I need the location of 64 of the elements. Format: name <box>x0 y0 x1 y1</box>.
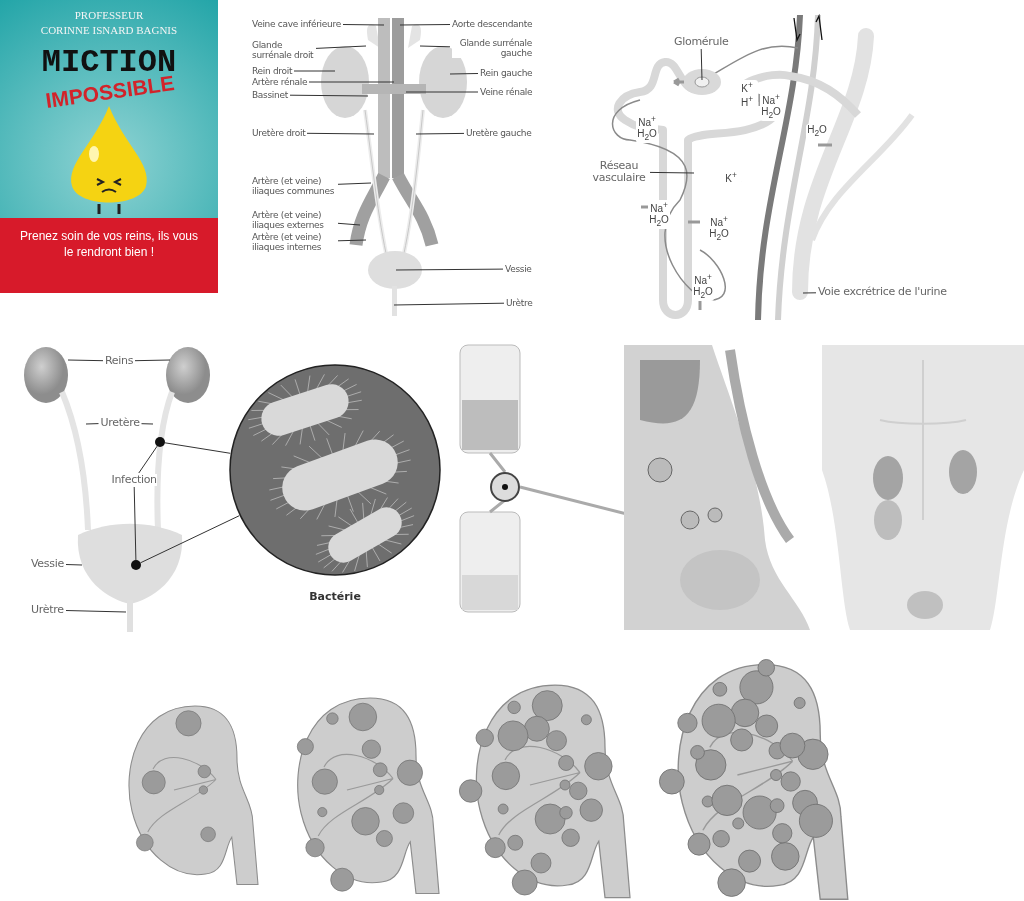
book-subtitle: IMPOSSIBLE <box>43 71 177 114</box>
part-label: Aorte descendante <box>452 19 533 29</box>
leader-line <box>65 564 83 566</box>
leader-line <box>134 359 171 362</box>
part-label: Veine rénale <box>480 87 533 97</box>
part-label: Urètre <box>506 298 533 308</box>
leader-line <box>393 302 505 306</box>
marker-dot <box>131 560 141 570</box>
tagline: Prenez soin de vos reins, ils vous le rendront bien ! <box>18 228 200 260</box>
ion-label: Na$^{+}$ H$_{2}$O <box>648 200 670 230</box>
part-label: Uretère <box>100 417 140 429</box>
author-name: CORINNE ISNARD BAGNIS <box>39 24 179 36</box>
part-label: Rein gauche <box>480 68 533 78</box>
ion-label: Na$^{+}$ H$_{2}$O <box>760 92 782 122</box>
leader-line <box>65 610 127 613</box>
part-label: Reins <box>105 355 134 367</box>
part-label: Infection <box>111 474 157 486</box>
bacteria-label: Bactérie <box>308 590 362 603</box>
leader-line <box>133 486 137 561</box>
part-label: Vessie <box>505 264 532 274</box>
connector-line <box>140 515 240 564</box>
ion-label: Na$^{+}$ H$_{2}$O <box>692 272 714 302</box>
leader-line <box>405 91 479 93</box>
part-label: Veine cave inférieure <box>252 19 341 29</box>
leader-line <box>419 45 451 48</box>
leader-line <box>141 423 154 425</box>
leader-line <box>289 94 369 97</box>
leader-line <box>415 132 465 135</box>
ion-label: H$_{2}$O <box>806 124 828 139</box>
part-label: Artère rénale <box>252 77 308 87</box>
leader-line <box>449 73 479 75</box>
leader-line <box>315 45 367 49</box>
part-label: Vessie <box>31 558 64 570</box>
part-label: Glomérule <box>674 36 729 48</box>
leader-line <box>306 132 375 135</box>
part-label: Urètre <box>31 604 64 616</box>
leader-line <box>85 423 99 425</box>
part-label: Uretère gauche <box>466 128 532 138</box>
part-label: Rein droit <box>252 66 293 76</box>
leader-line <box>308 81 395 83</box>
leader-line <box>337 222 361 226</box>
part-label: Bassinet <box>252 90 288 100</box>
part-label: Artère (et veine) iliaques communes <box>252 176 336 196</box>
leader-line <box>342 24 385 26</box>
leader-line <box>399 24 451 26</box>
ion-label: Na$^{+}$ H$_{2}$O <box>636 114 658 144</box>
leader-line <box>802 292 817 294</box>
marker-dot <box>155 437 165 447</box>
leader-line <box>337 239 367 242</box>
leader-line <box>67 359 104 362</box>
leader-line <box>337 182 372 185</box>
leader-line <box>649 171 695 174</box>
leader-line <box>293 70 336 72</box>
leader-line <box>395 268 504 271</box>
author-title: PROFESSEUR <box>73 9 145 21</box>
part-label: Glande surrénale gauche <box>452 38 532 58</box>
part-label: Glande surrénale droit <box>252 40 314 60</box>
leader-line <box>700 48 703 81</box>
leader-line <box>138 445 158 474</box>
part-label: Voie excrétrice de l'urine <box>818 286 947 298</box>
part-label: Uretère droit <box>252 128 306 138</box>
connector-line <box>164 442 231 454</box>
part-label: Réseau vasculaire <box>590 160 648 184</box>
ion-label: K$^{+}$ H$^{+}$ <box>736 80 758 109</box>
